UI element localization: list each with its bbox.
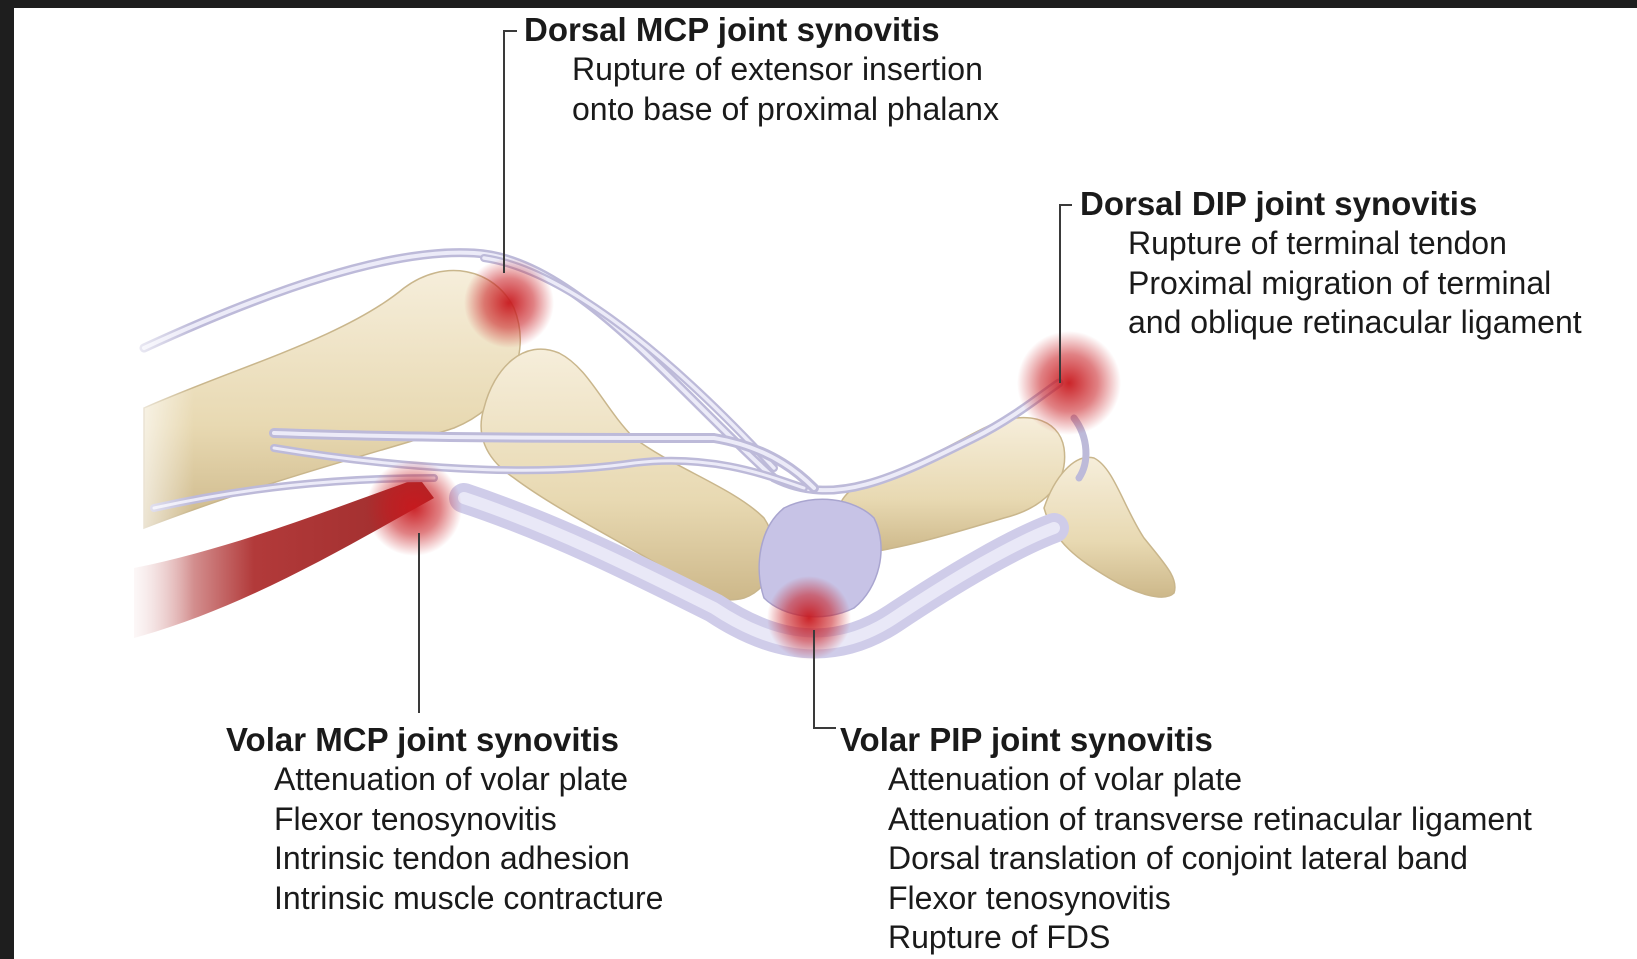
synovitis-dorsal-mcp bbox=[464, 258, 554, 348]
callout-item: and oblique retinacular ligament bbox=[1128, 303, 1582, 343]
callout-item: Rupture of FDS bbox=[888, 918, 1532, 958]
callout-title: Volar MCP joint synovitis bbox=[226, 720, 663, 760]
synovitis-dorsal-dip bbox=[1017, 331, 1121, 435]
callout-title: Dorsal DIP joint synovitis bbox=[1080, 184, 1582, 224]
callout-items: Attenuation of volar plate Flexor tenosy… bbox=[226, 760, 663, 918]
synovitis-volar-pip bbox=[767, 576, 851, 660]
callout-item: Attenuation of volar plate bbox=[888, 760, 1532, 800]
callout-title: Volar PIP joint synovitis bbox=[840, 720, 1532, 760]
callout-item: Attenuation of transverse retinacular li… bbox=[888, 800, 1532, 840]
callout-item: Rupture of terminal tendon bbox=[1128, 224, 1582, 264]
callout-item: Intrinsic tendon adhesion bbox=[274, 839, 663, 879]
callout-item: Attenuation of volar plate bbox=[274, 760, 663, 800]
callout-item: Proximal migration of terminal bbox=[1128, 264, 1582, 304]
callout-volar-pip: Volar PIP joint synovitis Attenuation of… bbox=[840, 720, 1532, 958]
callout-item: Intrinsic muscle contracture bbox=[274, 879, 663, 919]
callout-items: Attenuation of volar plate Attenuation o… bbox=[840, 760, 1532, 958]
figure-panel: Dorsal MCP joint synovitis Rupture of ex… bbox=[14, 8, 1637, 959]
callout-dorsal-mcp: Dorsal MCP joint synovitis Rupture of ex… bbox=[524, 10, 999, 129]
callout-item: Flexor tenosynovitis bbox=[274, 800, 663, 840]
callout-title: Dorsal MCP joint synovitis bbox=[524, 10, 999, 50]
callout-item: onto base of proximal phalanx bbox=[572, 90, 999, 130]
callout-dorsal-dip: Dorsal DIP joint synovitis Rupture of te… bbox=[1080, 184, 1582, 343]
callout-item: Flexor tenosynovitis bbox=[888, 879, 1532, 919]
synovitis-volar-mcp bbox=[366, 460, 462, 556]
callout-items: Rupture of terminal tendon Proximal migr… bbox=[1080, 224, 1582, 343]
callout-items: Rupture of extensor insertion onto base … bbox=[524, 50, 999, 129]
callout-item: Dorsal translation of conjoint lateral b… bbox=[888, 839, 1532, 879]
callout-volar-mcp: Volar MCP joint synovitis Attenuation of… bbox=[226, 720, 663, 918]
callout-item: Rupture of extensor insertion bbox=[572, 50, 999, 90]
leader-dorsal-mcp bbox=[504, 31, 517, 273]
